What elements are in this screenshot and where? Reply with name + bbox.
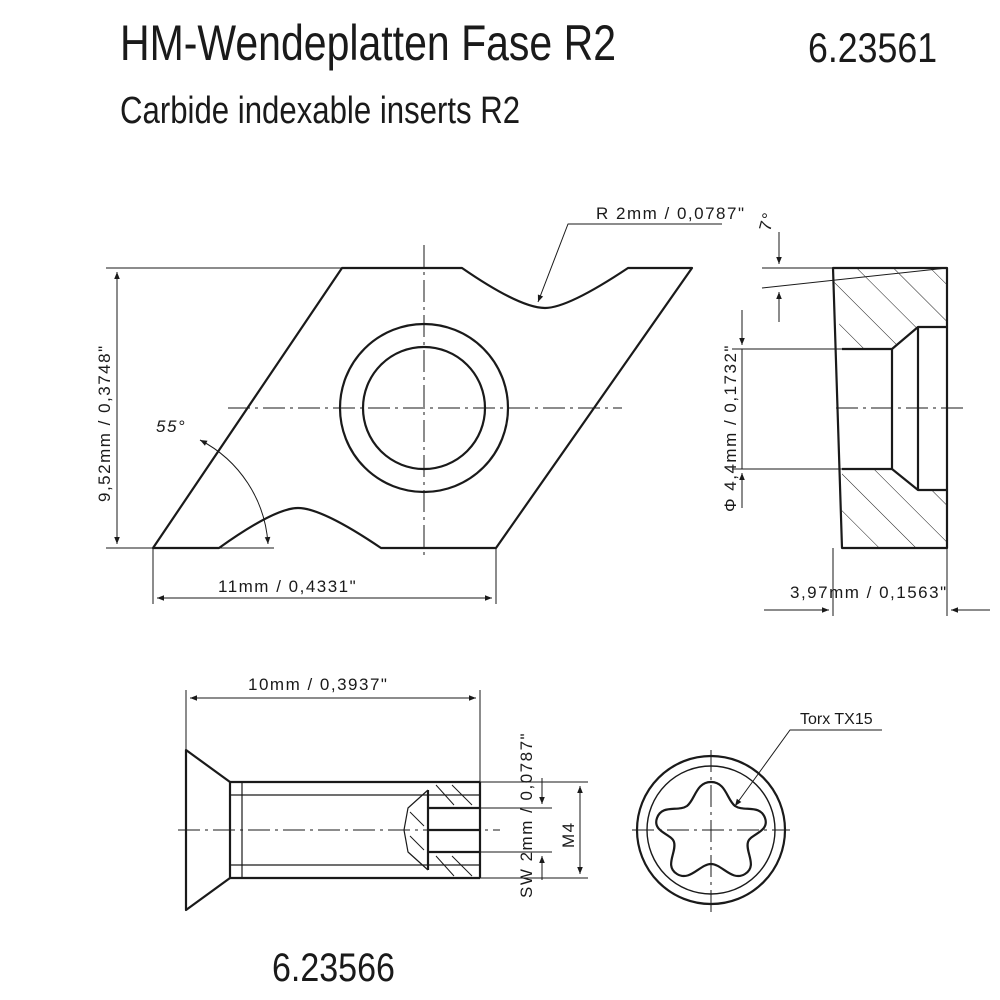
section-angle-dimension	[761, 232, 948, 322]
thickness-label: 3,97mm / 0,1563"	[790, 583, 948, 602]
hole-label: Φ 4,4mm / 0,1732"	[721, 344, 740, 512]
screw-key-dimension	[480, 778, 552, 880]
screw-length-label: 10mm / 0,3937"	[248, 675, 388, 694]
section-hole-dimension	[732, 310, 842, 508]
insert-length-dimension	[152, 548, 497, 604]
insert-section-view	[831, 266, 949, 550]
article-number-insert: 6.23561	[808, 24, 938, 71]
insert-height-dimension	[106, 267, 342, 549]
key-size-label: SW 2mm / 0,0787"	[517, 732, 536, 898]
article-number-screw: 6.23566	[272, 946, 395, 990]
length-label: 11mm / 0,4331"	[218, 577, 357, 596]
torx-label: Torx TX15	[800, 711, 873, 728]
section-hatch-bottom	[842, 469, 947, 548]
screw-thread-dimension	[480, 781, 588, 879]
title-german: HM-Wendeplatten Fase R2	[120, 15, 617, 71]
torx-leader	[734, 729, 882, 807]
thread-label: M4	[559, 821, 578, 848]
screw-length-dimension	[185, 690, 481, 782]
radius-leader	[537, 223, 722, 303]
insert-angle-dimension	[153, 439, 274, 549]
title-english: Carbide indexable inserts R2	[120, 90, 521, 132]
angle-label: 55°	[156, 417, 186, 436]
section-thickness-dimension	[764, 548, 990, 616]
insert-centerlines	[228, 245, 622, 560]
section-hatch-top	[833, 268, 947, 349]
section-bore	[842, 325, 947, 351]
height-label: 9,52mm / 0,3748"	[95, 344, 114, 502]
section-angle-label: 7°	[756, 210, 779, 234]
radius-label: R 2mm / 0,0787"	[596, 204, 745, 223]
